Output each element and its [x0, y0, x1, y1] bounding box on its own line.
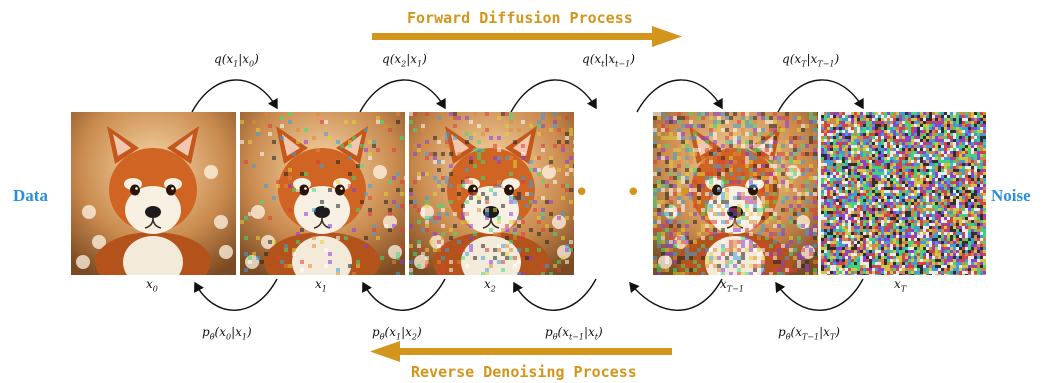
forward-process-arrow — [372, 26, 682, 47]
forward-arc-arrow — [359, 79, 446, 113]
frame-label: xT — [894, 277, 907, 294]
reverse-transition-label: pθ(x0|x1) — [202, 325, 252, 342]
forward-transition-label: q(x2|x1) — [382, 52, 427, 69]
reverse-transition-label: pθ(xt−1|xt) — [545, 325, 603, 342]
image-frame-x1 — [240, 112, 405, 275]
reverse-arc-arrow — [362, 278, 446, 311]
forward-process-title: Forward Diffusion Process — [407, 9, 633, 27]
reverse-transition-label: pθ(xT−1|xT) — [778, 325, 840, 342]
reverse-transition-label: pθ(x1|x2) — [372, 325, 422, 342]
frame-label: x1 — [315, 277, 327, 294]
image-frame-xT-1 — [653, 112, 818, 275]
forward-arc-arrow — [510, 79, 597, 113]
reverse-process-title: Reverse Denoising Process — [411, 363, 637, 381]
image-frame-xT — [821, 112, 986, 275]
reverse-arc-arrow — [629, 278, 723, 311]
noise-label: Noise — [991, 186, 1031, 205]
reverse-process-arrow — [370, 341, 672, 362]
forward-arc-arrow — [636, 79, 723, 113]
forward-arc-arrow — [191, 79, 278, 113]
image-frame-x2 — [409, 112, 574, 275]
forward-transition-label: q(xT|xT−1) — [782, 52, 840, 69]
image-frame-x0 — [71, 112, 236, 275]
forward-transition-label: q(x1|x0) — [214, 52, 259, 69]
reverse-arc-arrow — [194, 278, 278, 311]
forward-transition-label: q(xt|xt−1) — [582, 52, 635, 69]
frame-label: xT−1 — [720, 277, 744, 294]
reverse-arc-arrow — [513, 278, 597, 311]
forward-arc-arrow — [777, 79, 864, 113]
frame-label: x2 — [484, 277, 496, 294]
data-label: Data — [13, 186, 48, 205]
ellipsis-dots: • • • — [574, 178, 707, 208]
frame-label: x0 — [146, 277, 158, 294]
reverse-arc-arrow — [775, 278, 864, 311]
